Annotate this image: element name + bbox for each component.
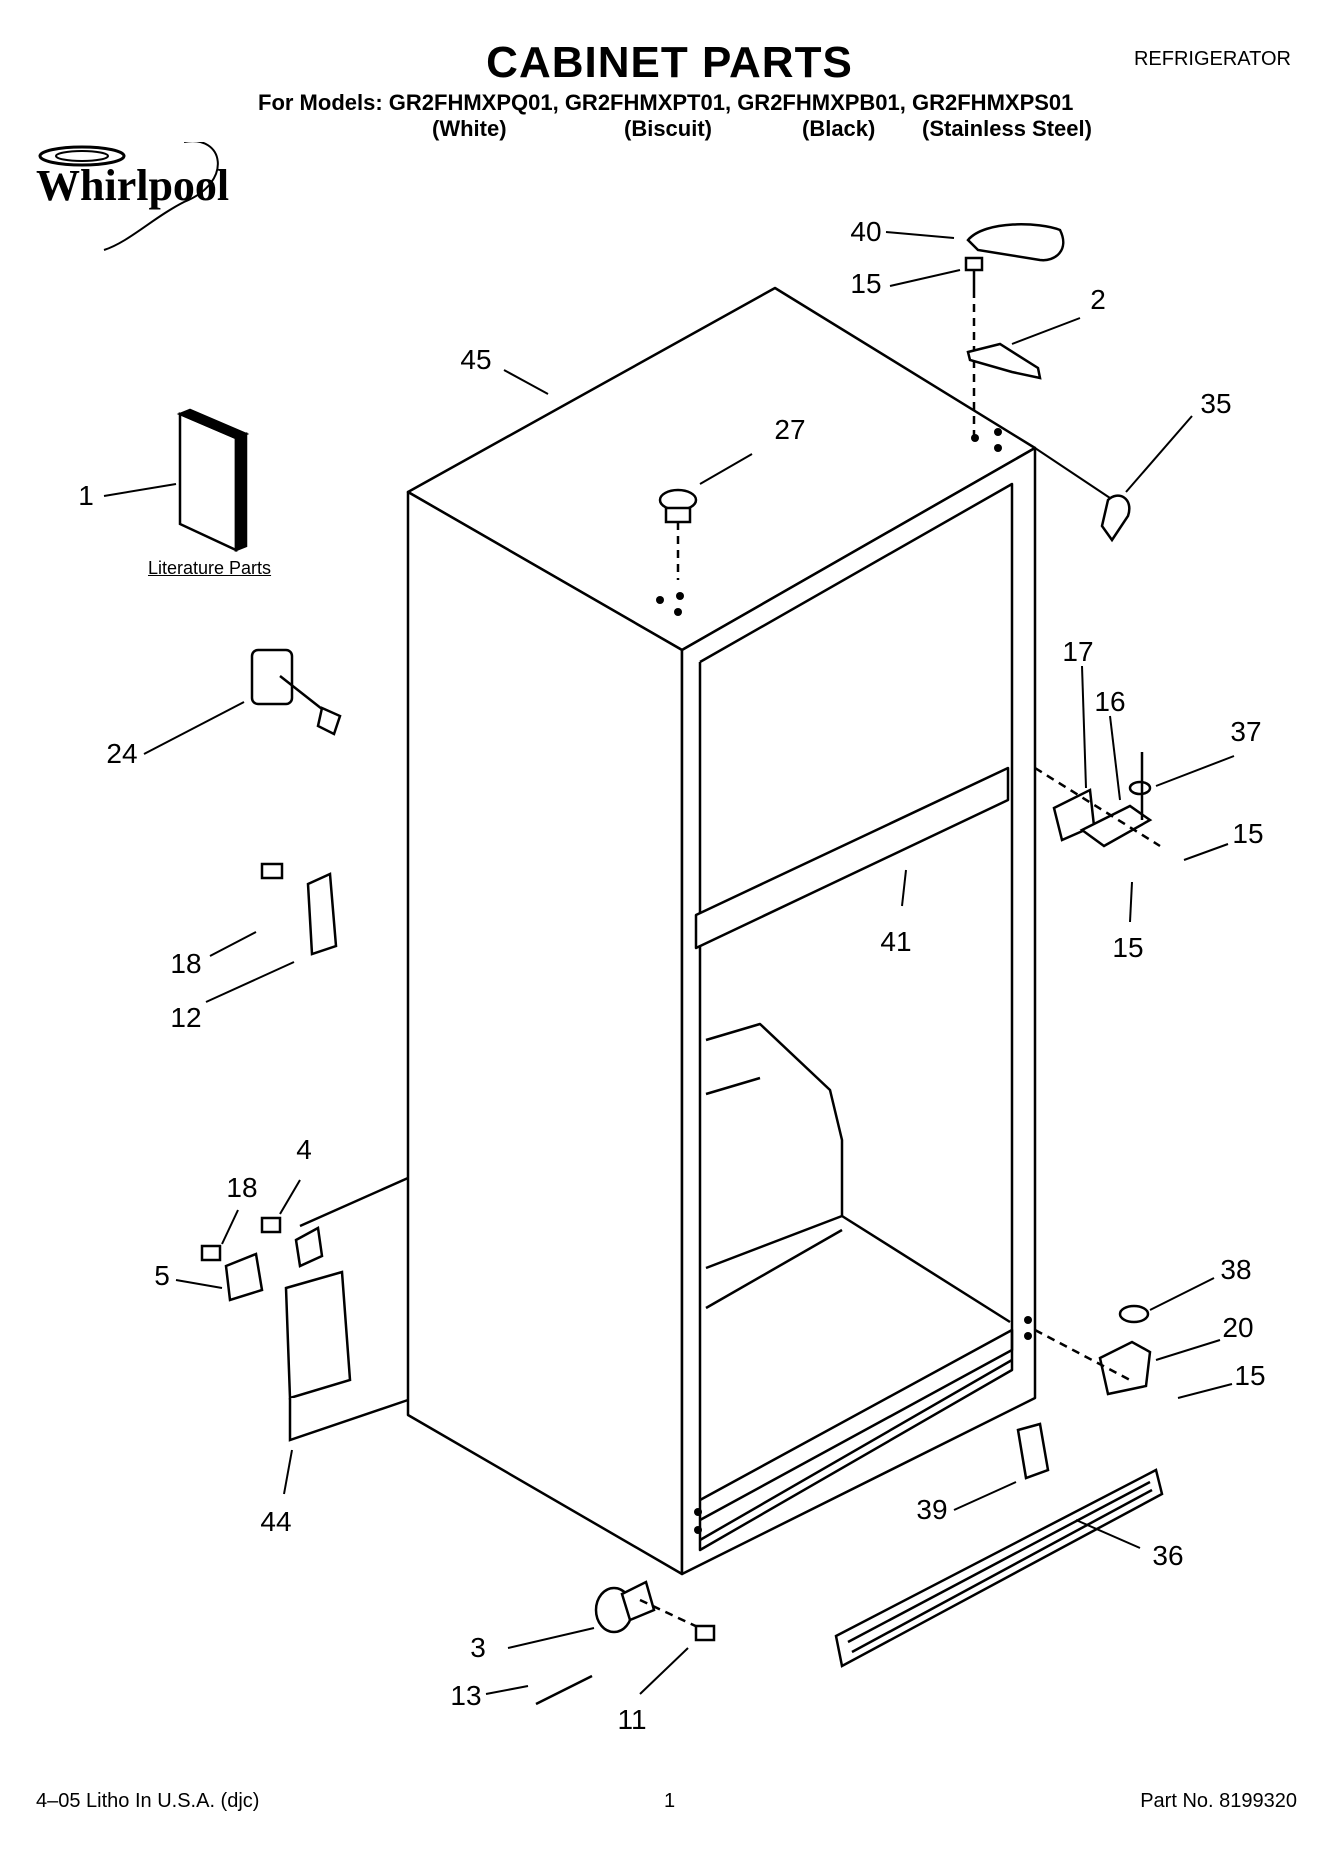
center-hinge-assembly	[1034, 752, 1161, 848]
whirlpool-logo: Whirlpool	[36, 142, 229, 251]
callout-5: 5	[154, 1260, 170, 1291]
litho-note: 4–05 Litho In U.S.A. (djc)	[36, 1790, 260, 1812]
callout-20: 20	[1222, 1312, 1254, 1343]
callout-3: 3	[470, 1632, 486, 1663]
part-number: Part No. 8199320	[1140, 1790, 1297, 1812]
callout-27: 27	[774, 414, 806, 445]
callout-12: 12	[170, 1002, 202, 1033]
screw-part	[964, 256, 984, 440]
callout-15: 15	[850, 268, 882, 299]
callout-45: 45	[460, 344, 492, 375]
callout-41: 41	[880, 926, 912, 957]
color-biscuit: (Biscuit)	[624, 116, 712, 141]
roller-part	[535, 1580, 716, 1706]
callout-15d: 15	[1234, 1360, 1266, 1391]
models-line: For Models: GR2FHMXPQ01, GR2FHMXPT01, GR…	[258, 90, 1074, 115]
callout-4: 4	[296, 1134, 312, 1165]
callout-arrows	[103, 231, 1235, 1695]
callout-13: 13	[450, 1680, 482, 1711]
callout-38: 38	[1220, 1254, 1252, 1285]
appliance-category: REFRIGERATOR	[1133, 48, 1291, 70]
callout-40: 40	[850, 216, 882, 247]
hinge-cover-part	[966, 223, 1065, 262]
callout-18b: 18	[226, 1172, 258, 1203]
cabinet-outline	[406, 286, 1037, 1576]
callout-15c: 15	[1112, 932, 1144, 963]
callout-17: 17	[1062, 636, 1094, 667]
page-title: CABINET PARTS	[486, 38, 853, 87]
grille-clip-part	[1016, 1422, 1050, 1480]
callout-39: 39	[916, 1494, 948, 1525]
plug-button-part	[658, 488, 698, 580]
brand-wordmark: Whirlpool	[36, 161, 229, 210]
callout-11: 11	[617, 1704, 647, 1735]
callout-18: 18	[170, 948, 202, 979]
callout-37: 37	[1230, 716, 1262, 747]
literature-booklet	[176, 408, 250, 552]
color-black: (Black)	[802, 116, 876, 141]
base-grille-part	[834, 1468, 1164, 1668]
callout-1: 1	[78, 480, 94, 511]
color-stainless: (Stainless Steel)	[922, 116, 1092, 141]
callout-24: 24	[106, 738, 138, 769]
side-trim-part	[1100, 494, 1131, 543]
callout-44: 44	[260, 1506, 292, 1537]
door-stop-bracket	[260, 862, 338, 956]
color-white: (White)	[432, 116, 507, 141]
top-holes	[656, 428, 1032, 1534]
callout-15b: 15	[1232, 818, 1264, 849]
door-stop-part	[250, 648, 342, 736]
callout-36: 36	[1152, 1540, 1184, 1571]
callout-2: 2	[1090, 284, 1106, 315]
page-number: 1	[664, 1790, 676, 1812]
top-hinge-part	[966, 342, 1042, 380]
lower-hinge-and-trim	[200, 1176, 409, 1442]
callout-35: 35	[1200, 388, 1232, 419]
callout-16: 16	[1094, 686, 1126, 717]
literature-parts-label: Literature Parts	[148, 558, 272, 578]
lower-hinge-right	[1034, 1304, 1152, 1396]
